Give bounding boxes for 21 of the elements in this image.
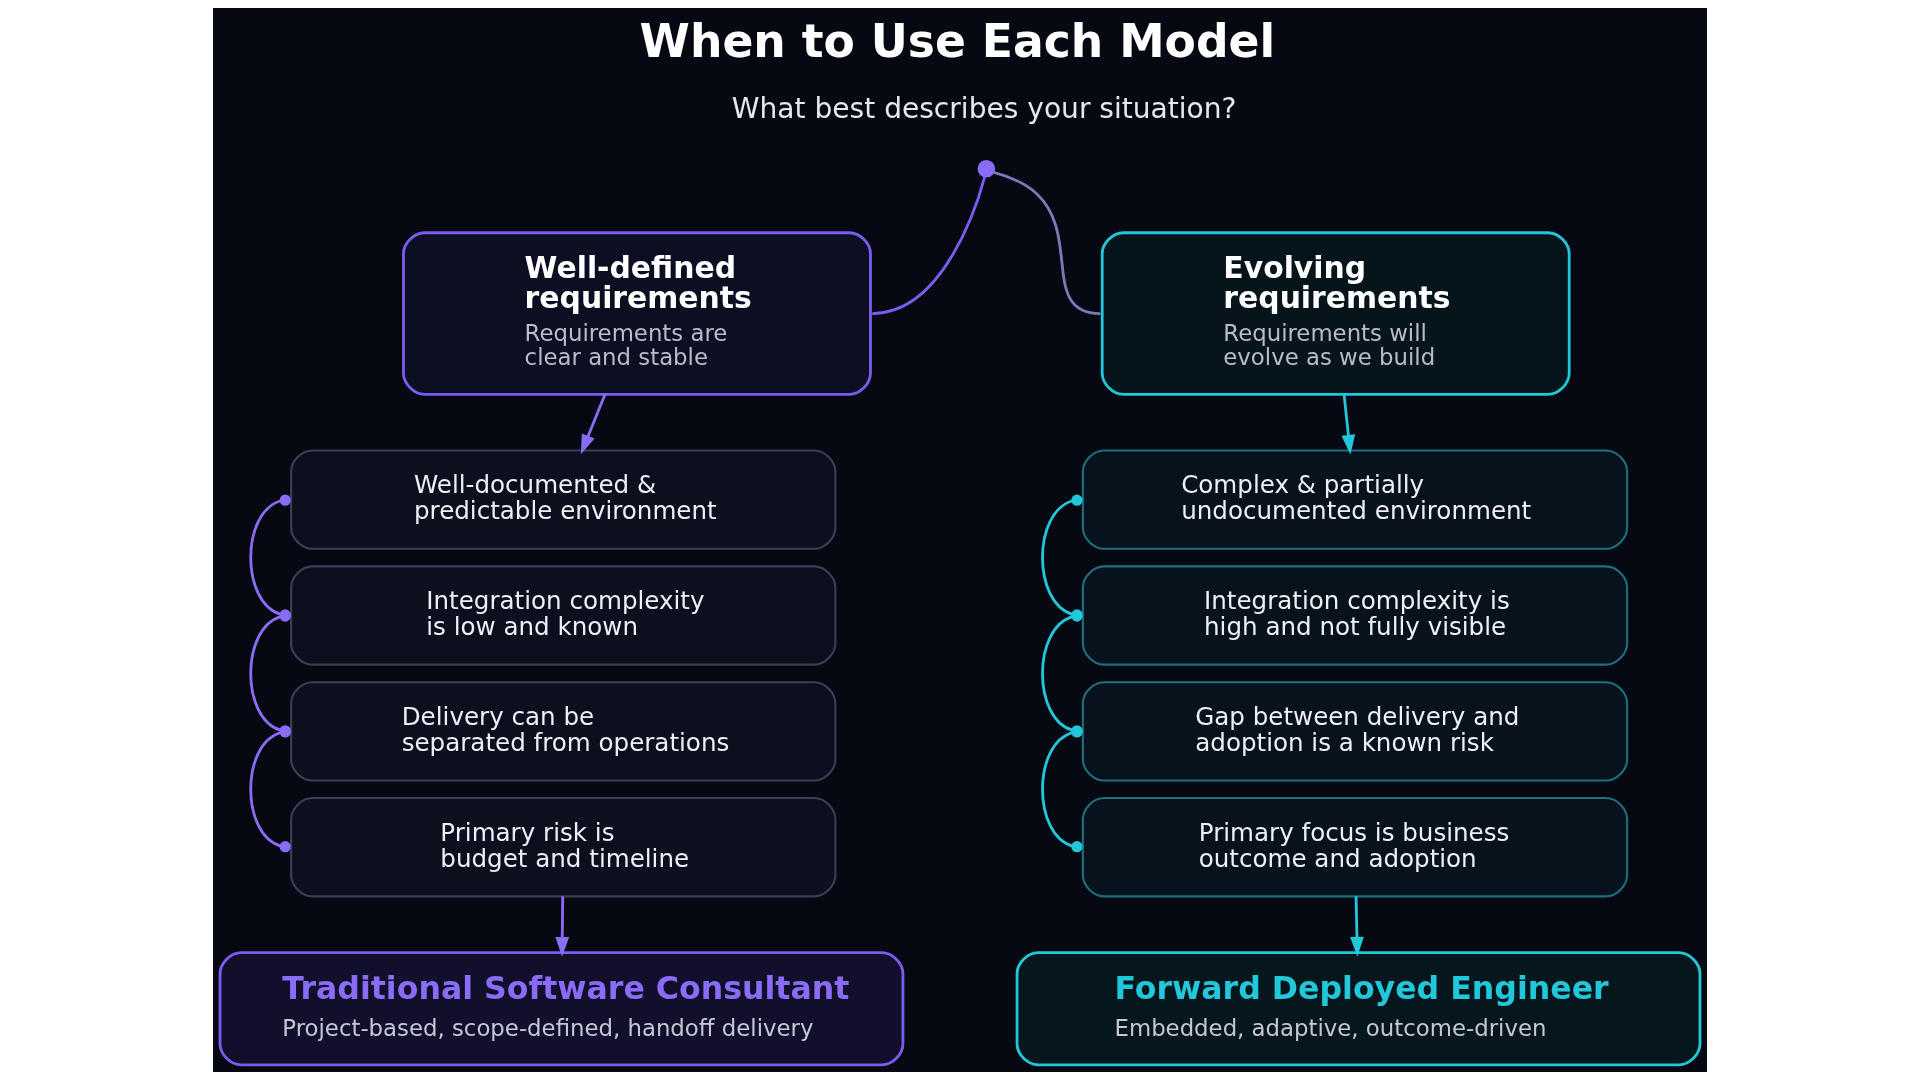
diagram-title: When to Use Each Model [639,14,1276,68]
node-box: Complex & partially undocumented environment [1081,449,1629,550]
node-circle [977,159,996,178]
node-box: Integration complexity is high and not fully visible [1081,565,1629,666]
node-box: Primary focus is business outcome and adoption [1081,797,1629,898]
node-box: Delivery can be separated from operations [290,681,837,782]
node-box: Well-defined requirements Requirements are clear and stable [402,231,872,396]
node-box: Primary risk is budget and timeline [290,797,837,898]
arrow [555,896,570,957]
arrow [580,393,607,455]
label: What best describes your situation? [731,92,1237,126]
node-box: Gap between delivery and adoption is a known risk [1081,681,1629,782]
node-box: Integration complexity is low and known [290,565,837,666]
connector [872,176,987,315]
arrow [1341,394,1356,455]
connector [993,170,1101,315]
node-box: Forward Deployed Engineer Embedded, adaptive, outcome-driven [1015,951,1702,1067]
arrow [1350,896,1364,957]
node-box: Evolving requirements Requirements will evolve as we build [1100,231,1571,396]
node-box: Traditional Software Consultant Project-based, scope-defined, handoff delivery [218,951,905,1067]
node-box: Well-documented & predictable environment [290,449,837,550]
